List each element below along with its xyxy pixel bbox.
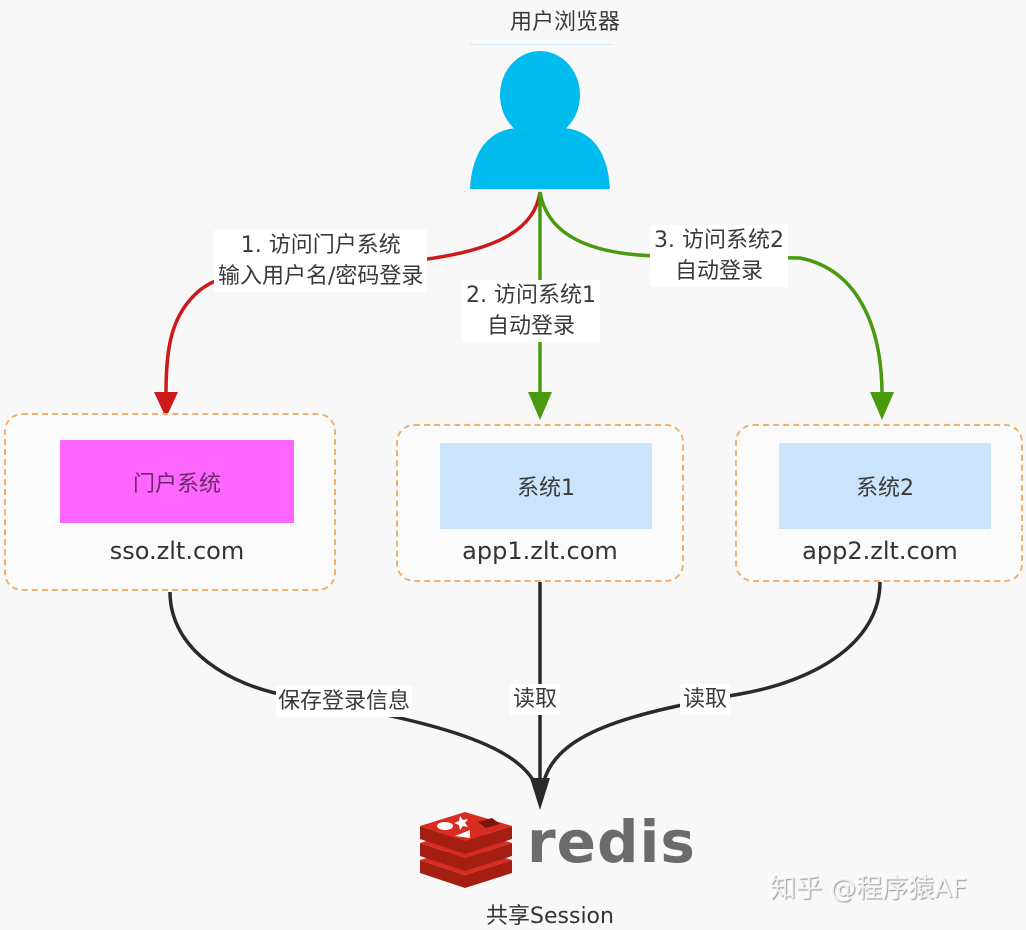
system-box-portal[interactable]: 门户系统 bbox=[60, 440, 294, 523]
system-name: 系统1 bbox=[517, 476, 575, 501]
edge-label-line: 自动登录 bbox=[486, 314, 575, 339]
system-name: 系统2 bbox=[856, 476, 914, 501]
edge-label-save-session: 保存登录信息 bbox=[276, 686, 413, 717]
watermark: 知乎 @程序猿AF bbox=[770, 874, 968, 904]
user-browser-label: 用户浏览器 bbox=[509, 10, 620, 35]
host-app2: app2.zlt.com bbox=[802, 537, 958, 565]
arrowhead-portal bbox=[154, 392, 178, 418]
edge-label-read-app2: 读取 bbox=[680, 684, 731, 715]
redis-logo-icon bbox=[420, 812, 512, 888]
system-box-app1[interactable]: 系统1 bbox=[440, 443, 652, 529]
edge-label-line: 3. 访问系统2 bbox=[654, 228, 784, 253]
system-box-app2[interactable]: 系统2 bbox=[779, 443, 991, 529]
edge-label-login-portal: 1. 访问门户系统 输入用户名/密码登录 bbox=[214, 230, 428, 292]
arrowhead-redis bbox=[530, 778, 550, 810]
edge-visit-app2 bbox=[538, 191, 884, 396]
edge-label-line: 2. 访问系统1 bbox=[466, 283, 596, 308]
edge-label-line: 1. 访问门户系统 bbox=[240, 233, 401, 258]
host-app1: app1.zlt.com bbox=[462, 537, 618, 565]
arrowhead-app2 bbox=[870, 392, 894, 420]
user-icon[interactable] bbox=[470, 51, 610, 189]
edge-label-line: 自动登录 bbox=[674, 259, 763, 284]
edge-label-read-app1: 读取 bbox=[510, 684, 561, 715]
redis-logo-text: redis bbox=[527, 808, 696, 876]
system-name: 门户系统 bbox=[132, 471, 221, 497]
edge-label-visit-app1: 2. 访问系统1 自动登录 bbox=[462, 280, 600, 342]
title-divider bbox=[470, 44, 612, 45]
arrowhead-app1 bbox=[528, 392, 552, 420]
edge-label-visit-app2: 3. 访问系统2 自动登录 bbox=[650, 225, 788, 287]
host-portal: sso.zlt.com bbox=[109, 537, 245, 565]
edge-label-line: 输入用户名/密码登录 bbox=[218, 264, 424, 289]
edge-read-app2 bbox=[540, 581, 882, 791]
shared-session-caption: 共享Session bbox=[486, 904, 614, 929]
